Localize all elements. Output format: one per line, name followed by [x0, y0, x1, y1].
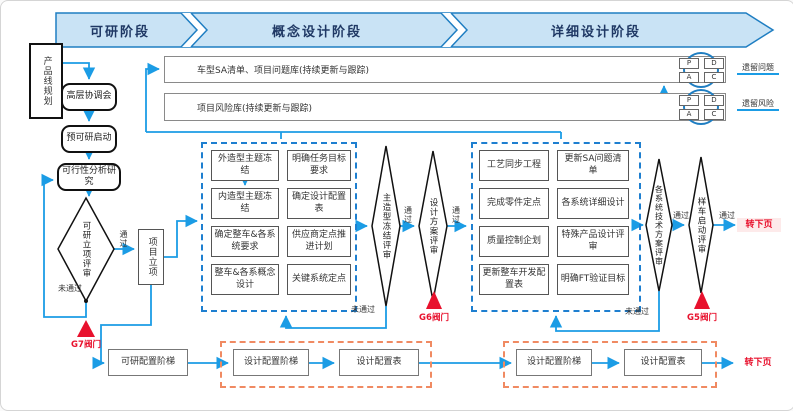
node-feasibility-analysis: 可行性分析研究 — [57, 163, 121, 191]
task-interior-theme-freeze: 内造型主题冻结 — [211, 188, 279, 219]
task-quality-control-plan: 质量控制企划 — [479, 226, 549, 257]
node-design-config-baseline-2: 设计配置阶梯 — [516, 349, 592, 376]
pdca-plan-1: P — [679, 58, 699, 69]
node-design-config-table-2: 设计配置表 — [624, 349, 702, 376]
pass-label-proposal: 通过 — [451, 206, 461, 224]
pdca-do-1: D — [704, 58, 724, 69]
pass-label-system-tech: 通过 — [673, 210, 689, 220]
task-key-system-sourcing: 关键系统定点 — [287, 264, 351, 295]
gate-g6-label: G6阀门 — [419, 312, 449, 323]
decision-system-tech-review — [645, 158, 673, 292]
task-complete-parts-sourcing: 完成零件定点 — [479, 188, 549, 219]
pdca-circle-1 — [683, 52, 719, 88]
task-special-product-design-review: 特殊产品设计评审 — [557, 226, 629, 257]
tracking-risks-box: 项目风险库(持续更新与跟踪) — [164, 93, 726, 121]
node-pre-feasibility-start: 预可研启动 — [61, 125, 117, 153]
node-project-approval: 项目立项 — [138, 229, 164, 285]
node-fs-config-baseline: 可研配置阶梯 — [108, 349, 188, 376]
task-confirm-design-config-table: 确定设计配置表 — [287, 188, 351, 219]
tracking-risks-text: 项目风险库(持续更新与跟踪) — [197, 103, 313, 114]
phase-separator-1 — [181, 13, 207, 47]
flow-connectors — [41, 62, 736, 370]
design-proposal-review-label: 设计方案评审 — [428, 197, 438, 255]
junction-dot — [84, 299, 88, 303]
decision-prototype-start-review — [688, 156, 714, 294]
styling-freeze-review-label: 主造型冻结评审 — [381, 192, 391, 260]
pdca-act-1: A — [679, 72, 699, 83]
pass-label-prototype: 通过 — [719, 210, 735, 220]
node-design-config-baseline-1: 设计配置阶梯 — [233, 349, 309, 376]
pass-label-styling: 通过 — [403, 206, 413, 224]
pdca-plan-2: P — [679, 95, 699, 106]
design-config-group-1 — [220, 341, 432, 388]
detail-task-group — [471, 142, 641, 312]
task-clarify-targets: 明确任务目标要求 — [287, 150, 351, 181]
concept-task-group — [201, 142, 357, 312]
phase-detailed-design: 详细设计阶段 — [550, 24, 641, 40]
tag-legacy-issues: 遗留问题 — [737, 61, 779, 75]
next-page-link-bottom: 转下页 — [744, 358, 772, 368]
decision-feasibility-review-label: 可研立项评审 — [81, 220, 91, 278]
task-simultaneous-engineering: 工艺同步工程 — [479, 150, 549, 181]
node-executive-meeting: 高层协调会 — [61, 83, 117, 111]
phase-separator-2 — [441, 13, 467, 47]
node-design-config-table-1: 设计配置表 — [339, 349, 419, 376]
task-update-dev-config-table: 更新整车开发配置表 — [479, 264, 549, 295]
fail-label-styling: 未通过 — [351, 304, 375, 314]
prototype-start-review-label: 样车启动评审 — [696, 196, 706, 254]
fail-label-feasibility: 未通过 — [58, 283, 82, 293]
gate-g7-icon — [77, 320, 95, 337]
task-update-sa-issue-list: 更新SA问题清单 — [557, 150, 629, 181]
pass-label-feasibility: 通过 — [119, 230, 128, 248]
pdca-check-2: C — [704, 109, 724, 120]
gate-g7-label: G7阀门 — [71, 339, 101, 350]
gate-g5-label: G5阀门 — [687, 312, 717, 323]
pdca-check-1: C — [704, 72, 724, 83]
gate-g6-icon — [426, 291, 442, 309]
task-exterior-theme-freeze: 外造型主题冻结 — [211, 150, 279, 181]
task-clarify-ft-verification-targets: 明确FT验证目标 — [557, 264, 629, 295]
task-system-detailed-design: 各系统详细设计 — [557, 188, 629, 219]
next-page-link-mid: 转下页 — [737, 218, 781, 232]
tag-legacy-risks: 遗留风险 — [737, 97, 779, 111]
phase-feasibility: 可研阶段 — [89, 24, 150, 40]
task-define-vehicle-system-reqs: 确定整车&各系统要求 — [211, 226, 279, 257]
design-config-group-2 — [503, 341, 717, 388]
node-product-line-planning: 产品线规划 — [29, 43, 63, 119]
task-supplier-sourcing-plan: 供应商定点推进计划 — [287, 226, 351, 257]
tracking-issues-box: 车型SA清单、项目问题库(持续更新与跟踪) — [164, 56, 726, 83]
pdca-circle-2 — [683, 89, 719, 125]
tracking-issues-text: 车型SA清单、项目问题库(持续更新与跟踪) — [197, 66, 370, 76]
system-tech-review-label: 各系统技术方案评审 — [654, 184, 664, 266]
phase-concept-design: 概念设计阶段 — [271, 24, 362, 40]
decision-styling-freeze-review — [371, 145, 401, 307]
pdca-do-2: D — [704, 95, 724, 106]
task-vehicle-concept-design: 整车&各系概念设计 — [211, 264, 279, 295]
fail-label-system-tech: 未通过 — [625, 306, 649, 316]
pdca-act-2: A — [679, 109, 699, 120]
phase-banner — [55, 12, 775, 48]
gate-g5-icon — [694, 291, 710, 309]
